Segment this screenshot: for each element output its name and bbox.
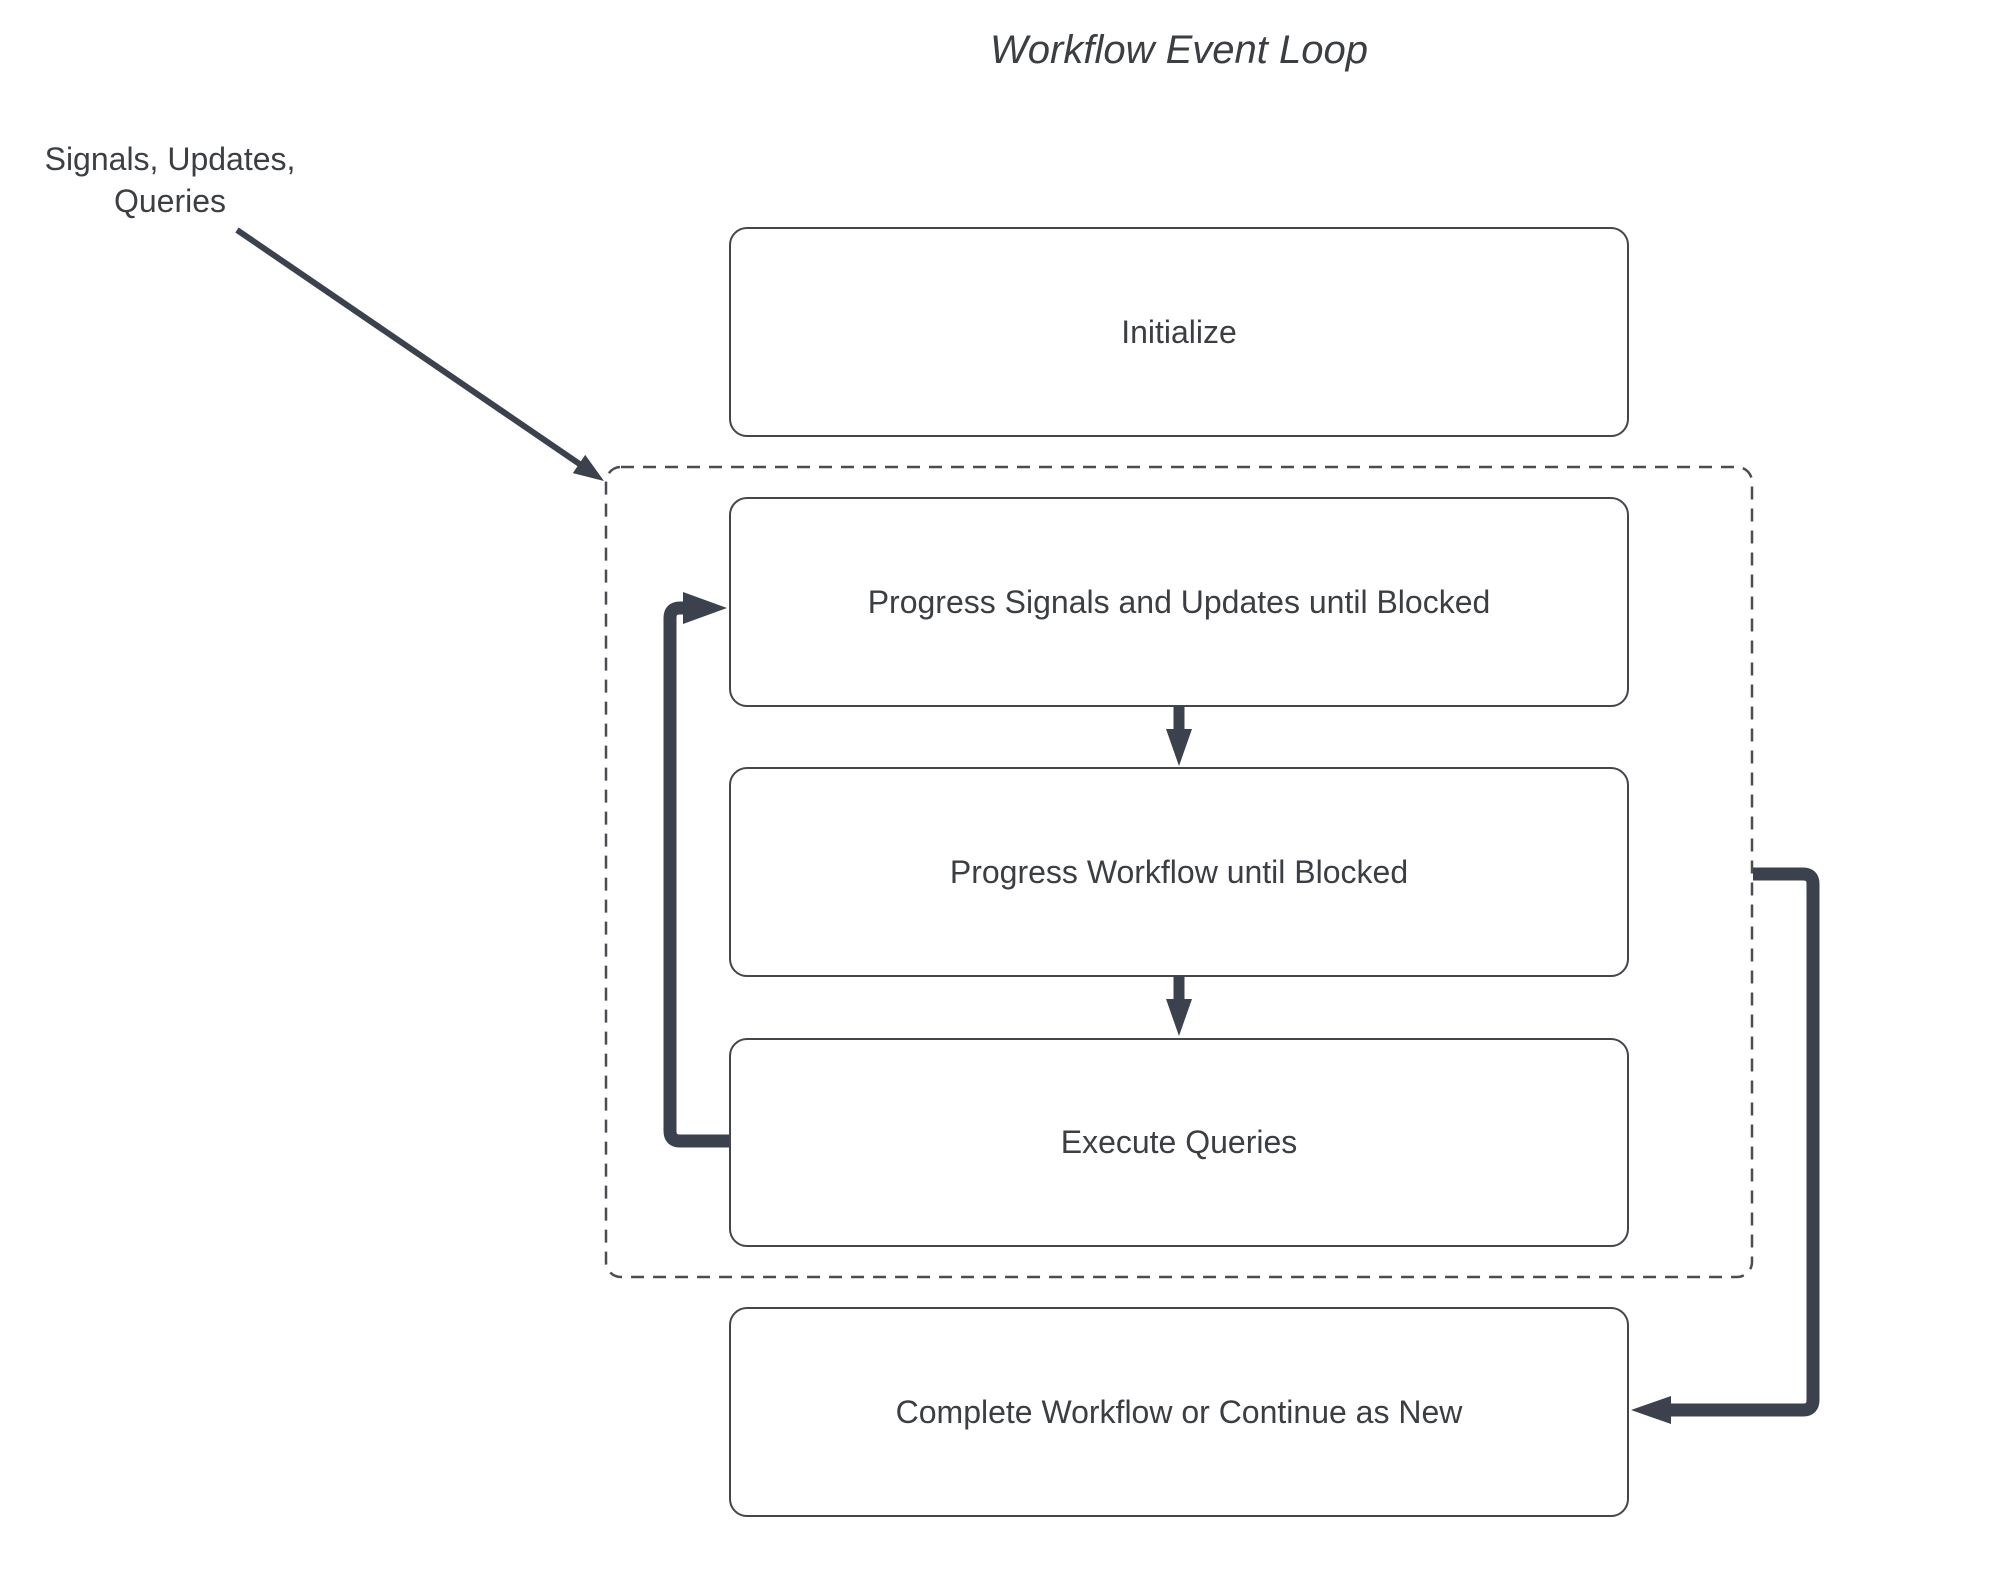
- arrow-signals-to-workflow-head-icon: [1166, 729, 1192, 766]
- node-execute-queries: Execute Queries: [729, 1038, 1629, 1247]
- input-events-label: Signals, Updates, Queries: [20, 138, 320, 222]
- exit-to-complete-arrowhead-icon: [1631, 1396, 1671, 1424]
- arrow-workflow-to-queries-head-icon: [1166, 999, 1192, 1036]
- signals-annotation-arrowhead-icon: [572, 454, 604, 481]
- node-complete-workflow: Complete Workflow or Continue as New: [729, 1307, 1629, 1517]
- diagram-title: Workflow Event Loop: [990, 28, 1368, 72]
- node-progress-signals: Progress Signals and Updates until Block…: [729, 497, 1629, 707]
- input-events-label-line1: Signals, Updates,: [44, 141, 296, 177]
- node-complete-workflow-label: Complete Workflow or Continue as New: [895, 1393, 1463, 1430]
- node-execute-queries-label: Execute Queries: [1060, 1124, 1298, 1160]
- node-initialize: Initialize: [729, 227, 1629, 437]
- signals-annotation-arrow-line: [235, 227, 583, 468]
- exit-to-complete-arrow-line: [1670, 867, 1820, 1417]
- node-progress-workflow: Progress Workflow until Blocked: [729, 767, 1629, 977]
- input-events-label-line2: Queries: [113, 183, 227, 219]
- node-progress-signals-label: Progress Signals and Updates until Block…: [867, 583, 1491, 620]
- loop-back-arrow-line: [663, 601, 729, 1148]
- node-progress-workflow-label: Progress Workflow until Blocked: [949, 853, 1409, 890]
- node-initialize-label: Initialize: [1121, 313, 1237, 350]
- loop-back-arrowhead-icon: [683, 592, 727, 624]
